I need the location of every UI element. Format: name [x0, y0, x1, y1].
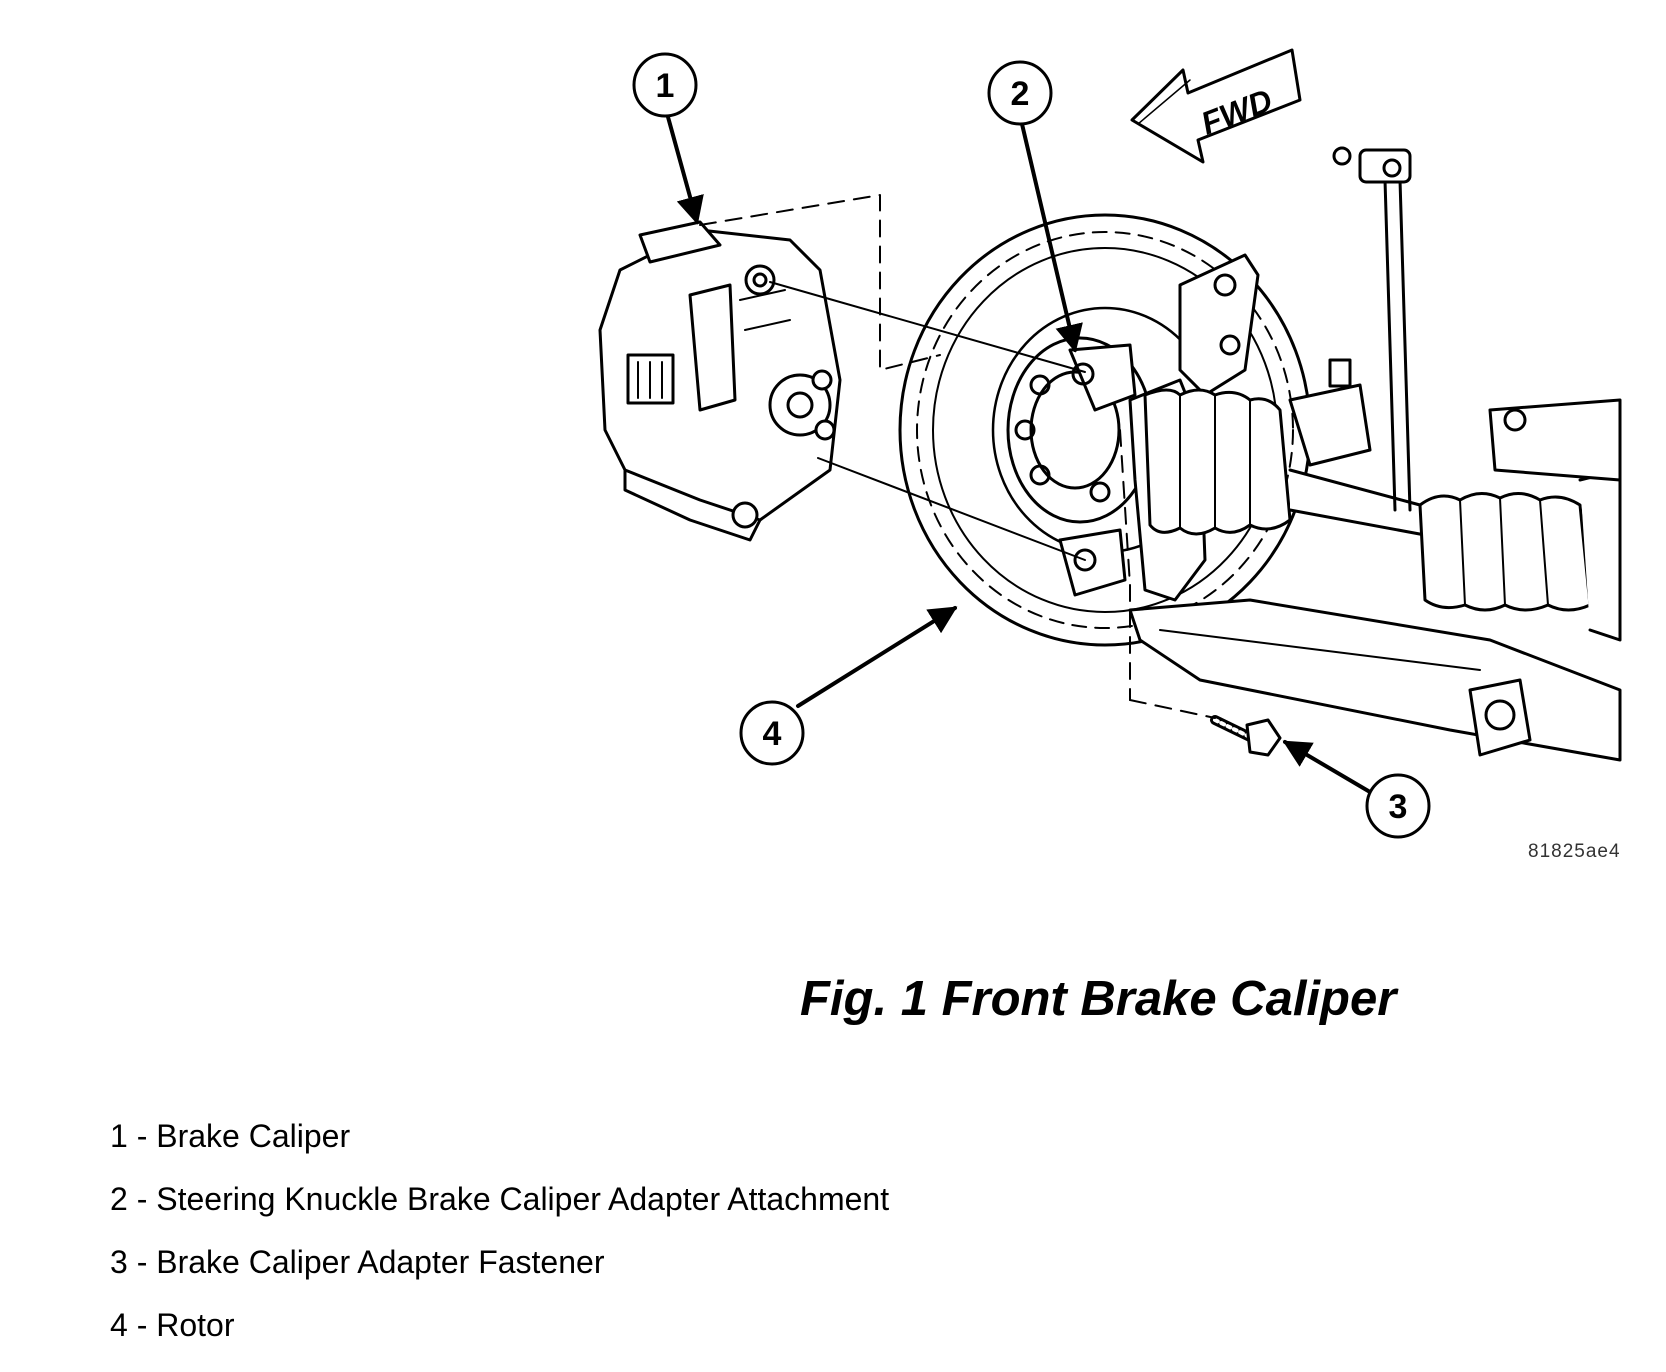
brake-assembly-diagram: FWD 1 2 3 4 81825ae4 — [598, 48, 1622, 862]
legend-separator: - — [136, 1307, 148, 1343]
axle-drawing — [1143, 388, 1622, 642]
adapter-fastener-drawing — [1210, 715, 1282, 757]
legend-list: 1 - Brake Caliper 2 - Steering Knuckle B… — [110, 1120, 889, 1372]
legend-item: 4 - Rotor — [110, 1309, 889, 1341]
legend-label: Brake Caliper — [156, 1118, 351, 1154]
figure-caption: Fig. 1 Front Brake Caliper — [800, 972, 1397, 1026]
callout-3: 3 — [1365, 773, 1431, 839]
legend-number: 2 — [110, 1181, 128, 1217]
legend-item: 1 - Brake Caliper — [110, 1120, 889, 1152]
legend-separator: - — [136, 1181, 148, 1217]
callout-1: 1 — [632, 52, 698, 118]
legend-item: 2 - Steering Knuckle Brake Caliper Adapt… — [110, 1183, 889, 1215]
legend-label: Brake Caliper Adapter Fastener — [156, 1244, 605, 1280]
legend-label: Rotor — [156, 1307, 235, 1343]
legend-separator: - — [136, 1244, 148, 1280]
legend-item: 3 - Brake Caliper Adapter Fastener — [110, 1246, 889, 1278]
legend-number: 1 — [110, 1118, 128, 1154]
forward-direction-arrow — [1130, 48, 1302, 164]
callout-2-number: 2 — [1011, 75, 1030, 113]
legend-number: 4 — [110, 1307, 128, 1343]
sway-bar-link-drawing — [1288, 146, 1412, 512]
image-code: 81825ae4 — [1528, 841, 1621, 862]
callout-4: 4 — [739, 700, 805, 766]
control-arm-drawing — [1128, 398, 1622, 762]
callout-2: 2 — [987, 60, 1053, 126]
callout-3-number: 3 — [1389, 788, 1408, 826]
legend-separator: - — [136, 1118, 148, 1154]
legend-number: 3 — [110, 1244, 128, 1280]
brake-caliper-drawing — [598, 220, 842, 542]
legend-label: Steering Knuckle Brake Caliper Adapter A… — [156, 1181, 890, 1217]
callout-1-number: 1 — [656, 67, 675, 105]
callout-4-number: 4 — [763, 715, 782, 753]
alignment-dashed-lines — [699, 194, 1216, 719]
callout-arrows — [666, 115, 1372, 794]
guide-lines — [769, 281, 1086, 561]
